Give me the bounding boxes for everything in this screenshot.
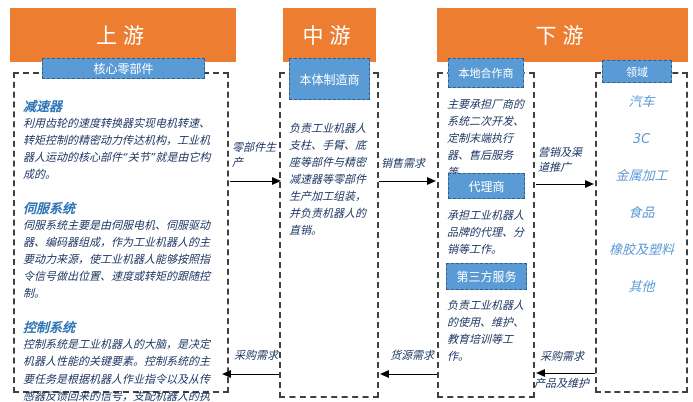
midstream-header: 中游: [283, 8, 376, 62]
agent-body: 承担工业机器人品牌的代理、分销等工作。: [447, 209, 524, 257]
upstream-section-servo: 伺服系统 伺服系统主要是由伺服电机、伺服驱动器、编码器组成，作为工业机器人的主要…: [23, 198, 219, 302]
third-party-service-tab: 第三方服务: [446, 263, 527, 290]
purchase-demand-right-label: 采购需求: [540, 350, 584, 363]
upstream-tab-core-components: 核心零部件: [42, 58, 205, 79]
supply-demand-arrow-line: [389, 374, 437, 375]
marketing-channel-arrow-line: [536, 184, 586, 185]
purchase-demand-left-label: 采购需求: [234, 349, 278, 362]
marketing-channel-arrowhead-icon: [585, 180, 594, 188]
fields-box: 汽车 3C 金属加工 食品 橡胶及塑料 其他: [595, 72, 688, 393]
section-body: 利用齿轮的速度转换器实现电机转速、转矩控制的精密动力传达机构，工业机器人运动的核…: [23, 117, 211, 182]
field-item-metal: 金属加工: [615, 169, 668, 184]
agent-tab: 代理商: [448, 173, 525, 199]
field-item-3c: 3C: [632, 132, 651, 147]
upstream-detail-box: 减速器 利用齿轮的速度转换器实现电机转速、转矩控制的精密动力传达机构，工业机器人…: [13, 72, 229, 402]
downstream-header: 下游: [437, 8, 688, 62]
purchase-demand-right-arrow-line: [545, 373, 595, 374]
section-body: 控制系统是工业机器人的大脑，是决定机器人性能的关键要素。控制系统的主要任务是根据…: [23, 338, 210, 402]
midstream-body: 负责工业机器人支柱、手臂、底座等部件与精密减速器等零部件生产加工组装，并负责机器…: [289, 122, 366, 238]
supply-demand-arrowhead-icon: [380, 370, 389, 378]
sales-demand-label: 销售需求: [381, 157, 425, 170]
midstream-tab-body-manufacturer: 本体制造商: [289, 58, 370, 100]
field-item-automotive: 汽车: [628, 95, 655, 110]
purchase-demand-left-arrow-line: [231, 374, 279, 375]
section-title: 控制系统: [23, 321, 76, 337]
sales-demand-arrowhead-icon: [427, 177, 436, 185]
third-party-service-body: 负责工业机器人的使用、维护、教育培训等工作。: [447, 299, 524, 364]
section-title: 减速器: [23, 100, 63, 115]
purchase-demand-right-arrowhead-icon: [536, 369, 545, 377]
local-partner-body: 主要承担厂商的系统二次开发、定制末端执行器、售后服务等。: [447, 98, 524, 179]
product-maintenance-label: 产品及维护: [534, 377, 589, 390]
downstream-tab-fields: 领域: [602, 60, 672, 83]
parts-production-arrowhead-icon: [272, 177, 281, 185]
upstream-section-control: 控制系统 控制系统是工业机器人的大脑，是决定机器人性能的关键要素。控制系统的主要…: [23, 317, 219, 402]
midstream-detail-box: 负责工业机器人支柱、手臂、底座等部件与精密减速器等零部件生产加工组装，并负责机器…: [279, 72, 379, 398]
section-title: 伺服系统: [23, 202, 76, 218]
field-item-other: 其他: [628, 280, 655, 295]
upstream-header: 上游: [10, 8, 236, 62]
marketing-channel-label: 营销及渠道推广: [538, 146, 582, 174]
parts-production-arrow-line: [230, 181, 274, 182]
parts-production-label: 零部件生产: [232, 141, 276, 169]
supply-demand-label: 货源需求: [390, 349, 434, 362]
upstream-section-reducer: 减速器 利用齿轮的速度转换器实现电机转速、转矩控制的精密动力传达机构，工业机器人…: [23, 96, 219, 183]
downstream-partners-box: 主要承担厂商的系统二次开发、定制末端执行器、售后服务等。 代理商 承担工业机器人…: [437, 72, 535, 398]
sales-demand-arrow-line: [379, 181, 428, 182]
field-item-food: 食品: [628, 206, 655, 221]
field-item-rubber-plastic: 橡胶及塑料: [608, 243, 674, 258]
section-body: 伺服系统主要是由伺服电机、伺服驱动器、编码器组成，作为工业机器人的主要动力来源，…: [23, 219, 210, 301]
purchase-demand-left-arrowhead-icon: [222, 370, 231, 378]
downstream-tab-local-partner: 本地合作商: [448, 58, 524, 88]
